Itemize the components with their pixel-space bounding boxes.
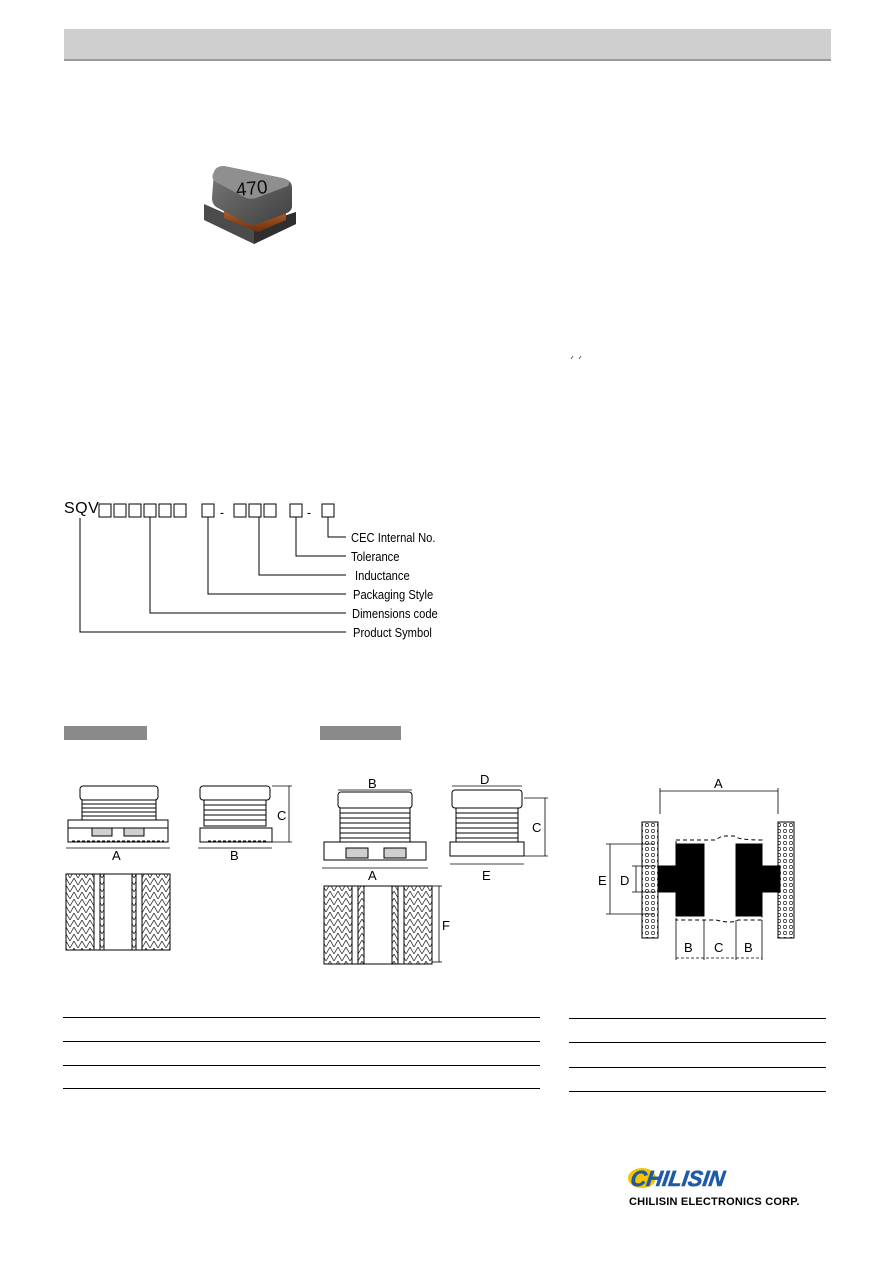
dim-f-label: F bbox=[442, 918, 450, 933]
dimension-drawing-b: B D C A E F bbox=[318, 772, 553, 967]
dim-e-label: E bbox=[482, 868, 491, 883]
table-rule bbox=[63, 1017, 540, 1018]
inductor-photo: 470 bbox=[196, 160, 306, 255]
pad-dim-b-right-label: B bbox=[744, 940, 753, 955]
dim-d-label: D bbox=[480, 772, 489, 787]
dimension-drawing-a: A B C bbox=[62, 780, 302, 955]
dim-a-label: A bbox=[112, 848, 121, 863]
label-product-symbol: Product Symbol bbox=[353, 625, 432, 640]
pad-dim-e-label: E bbox=[598, 873, 607, 888]
pad-dim-c-label: C bbox=[714, 940, 723, 955]
label-packaging-style: Packaging Style bbox=[353, 587, 434, 602]
label-tolerance: Tolerance bbox=[351, 549, 400, 564]
pad-dim-d-label: D bbox=[620, 873, 629, 888]
pad-dim-a-label: A bbox=[714, 776, 723, 791]
label-inductance: Inductance bbox=[355, 568, 410, 583]
part-number-boxes bbox=[79, 503, 346, 633]
dim-b-label: B bbox=[230, 848, 239, 863]
separator-2: - bbox=[307, 504, 312, 520]
table-rule bbox=[63, 1088, 540, 1089]
component-marking: 470 bbox=[235, 177, 269, 201]
table-rule bbox=[569, 1067, 826, 1068]
table-rule bbox=[63, 1065, 540, 1066]
table-rule bbox=[63, 1041, 540, 1042]
company-name: CHILISIN ELECTRONICS CORP. bbox=[629, 1196, 800, 1208]
part-number-diagram: SQV - - CE bbox=[62, 496, 482, 646]
logo-wordmark: CHILISIN bbox=[629, 1166, 728, 1191]
dim-b-label: B bbox=[368, 776, 377, 791]
section-tab-b bbox=[320, 726, 401, 740]
stray-mark bbox=[570, 347, 582, 360]
pad-layout-drawing: A E D B C B bbox=[596, 774, 806, 964]
label-cec-internal-no: CEC Internal No. bbox=[351, 530, 436, 545]
table-rule bbox=[569, 1018, 826, 1019]
section-tab-a bbox=[64, 726, 147, 740]
table-rule bbox=[569, 1091, 826, 1092]
separator-1: - bbox=[220, 504, 225, 520]
table-rule bbox=[569, 1042, 826, 1043]
pad-dim-b-left-label: B bbox=[684, 940, 693, 955]
dim-c-label: C bbox=[532, 820, 541, 835]
dim-c-label: C bbox=[277, 808, 286, 823]
header-bar bbox=[64, 29, 831, 61]
dim-a-label: A bbox=[368, 868, 377, 883]
part-number-prefix: SQV bbox=[64, 500, 100, 517]
chilisin-logo: CHILISIN bbox=[628, 1156, 824, 1212]
label-dimensions-code: Dimensions code bbox=[352, 606, 438, 621]
